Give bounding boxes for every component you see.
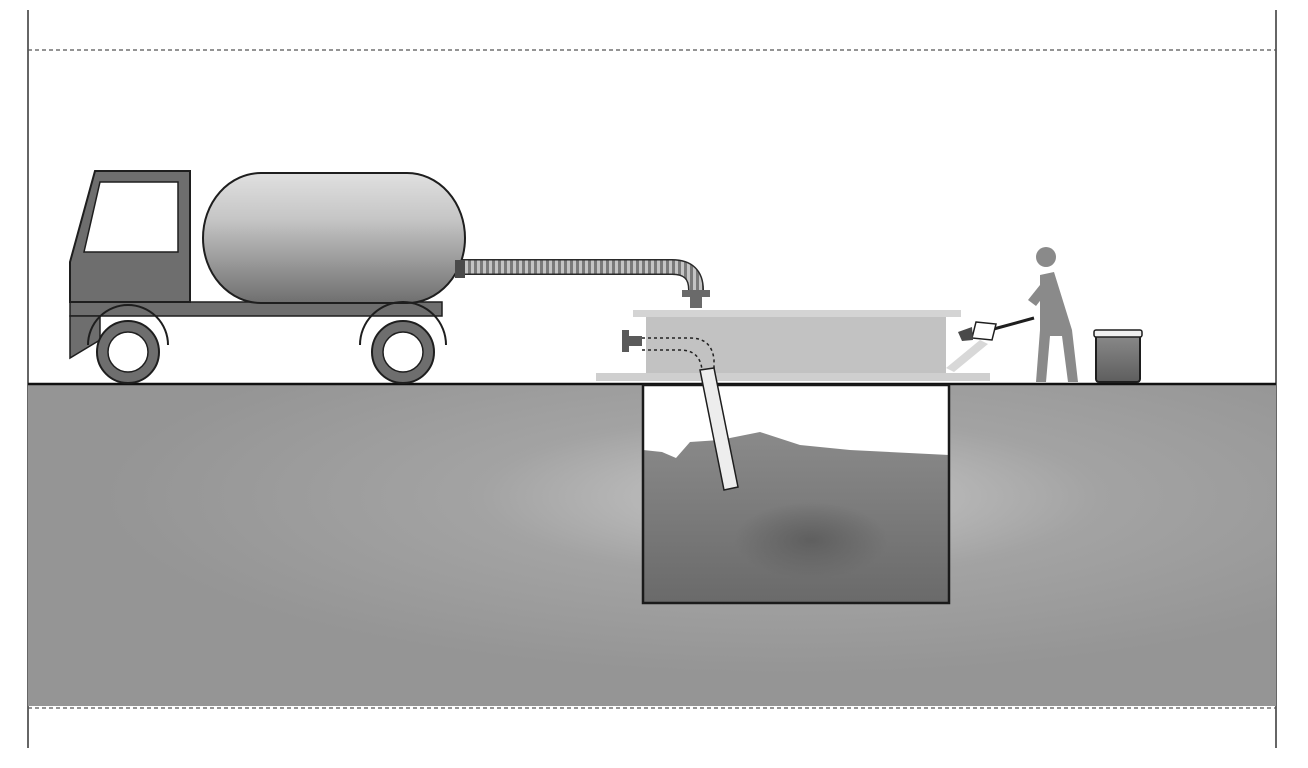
suction-pipe-body [699,367,739,491]
worker-arm [1028,280,1050,306]
internal-pipe-lower [642,349,703,384]
hose-coupling-top [682,290,710,297]
truck-tank [202,172,466,304]
tank-outline [641,383,951,605]
surface-slab [596,290,990,384]
bucket [1093,329,1143,383]
inlet-flange [622,330,629,352]
bucket-body [1095,333,1141,383]
scoop-cup [971,321,997,341]
truck-window [83,181,179,253]
scoop-debris [958,327,973,341]
tank-sludge-shading [690,480,910,590]
suction-pipe [699,367,739,491]
scoop-handle [989,316,1035,332]
inlet-pipe-stub [628,336,642,346]
truck-hose-outlet [455,260,465,278]
slab-lid [633,310,961,317]
internal-pipe-upper [642,337,715,384]
worker [958,247,1078,382]
slab-box [646,316,946,373]
front-wheel [96,320,160,384]
worker-head [1036,247,1056,267]
rear-wheel [371,320,435,384]
bucket-rim [1093,329,1143,338]
worker-body [1036,272,1078,382]
slab-lid-open-flap [946,340,988,372]
hose-coupling-neck [690,296,702,308]
front-fender [87,304,169,346]
slab-base [596,373,990,381]
suction-hose [462,259,704,291]
hose-corrugated [462,260,703,291]
vacuum-truck [69,170,466,384]
rear-fender [359,301,447,346]
underground-tank [641,383,951,605]
